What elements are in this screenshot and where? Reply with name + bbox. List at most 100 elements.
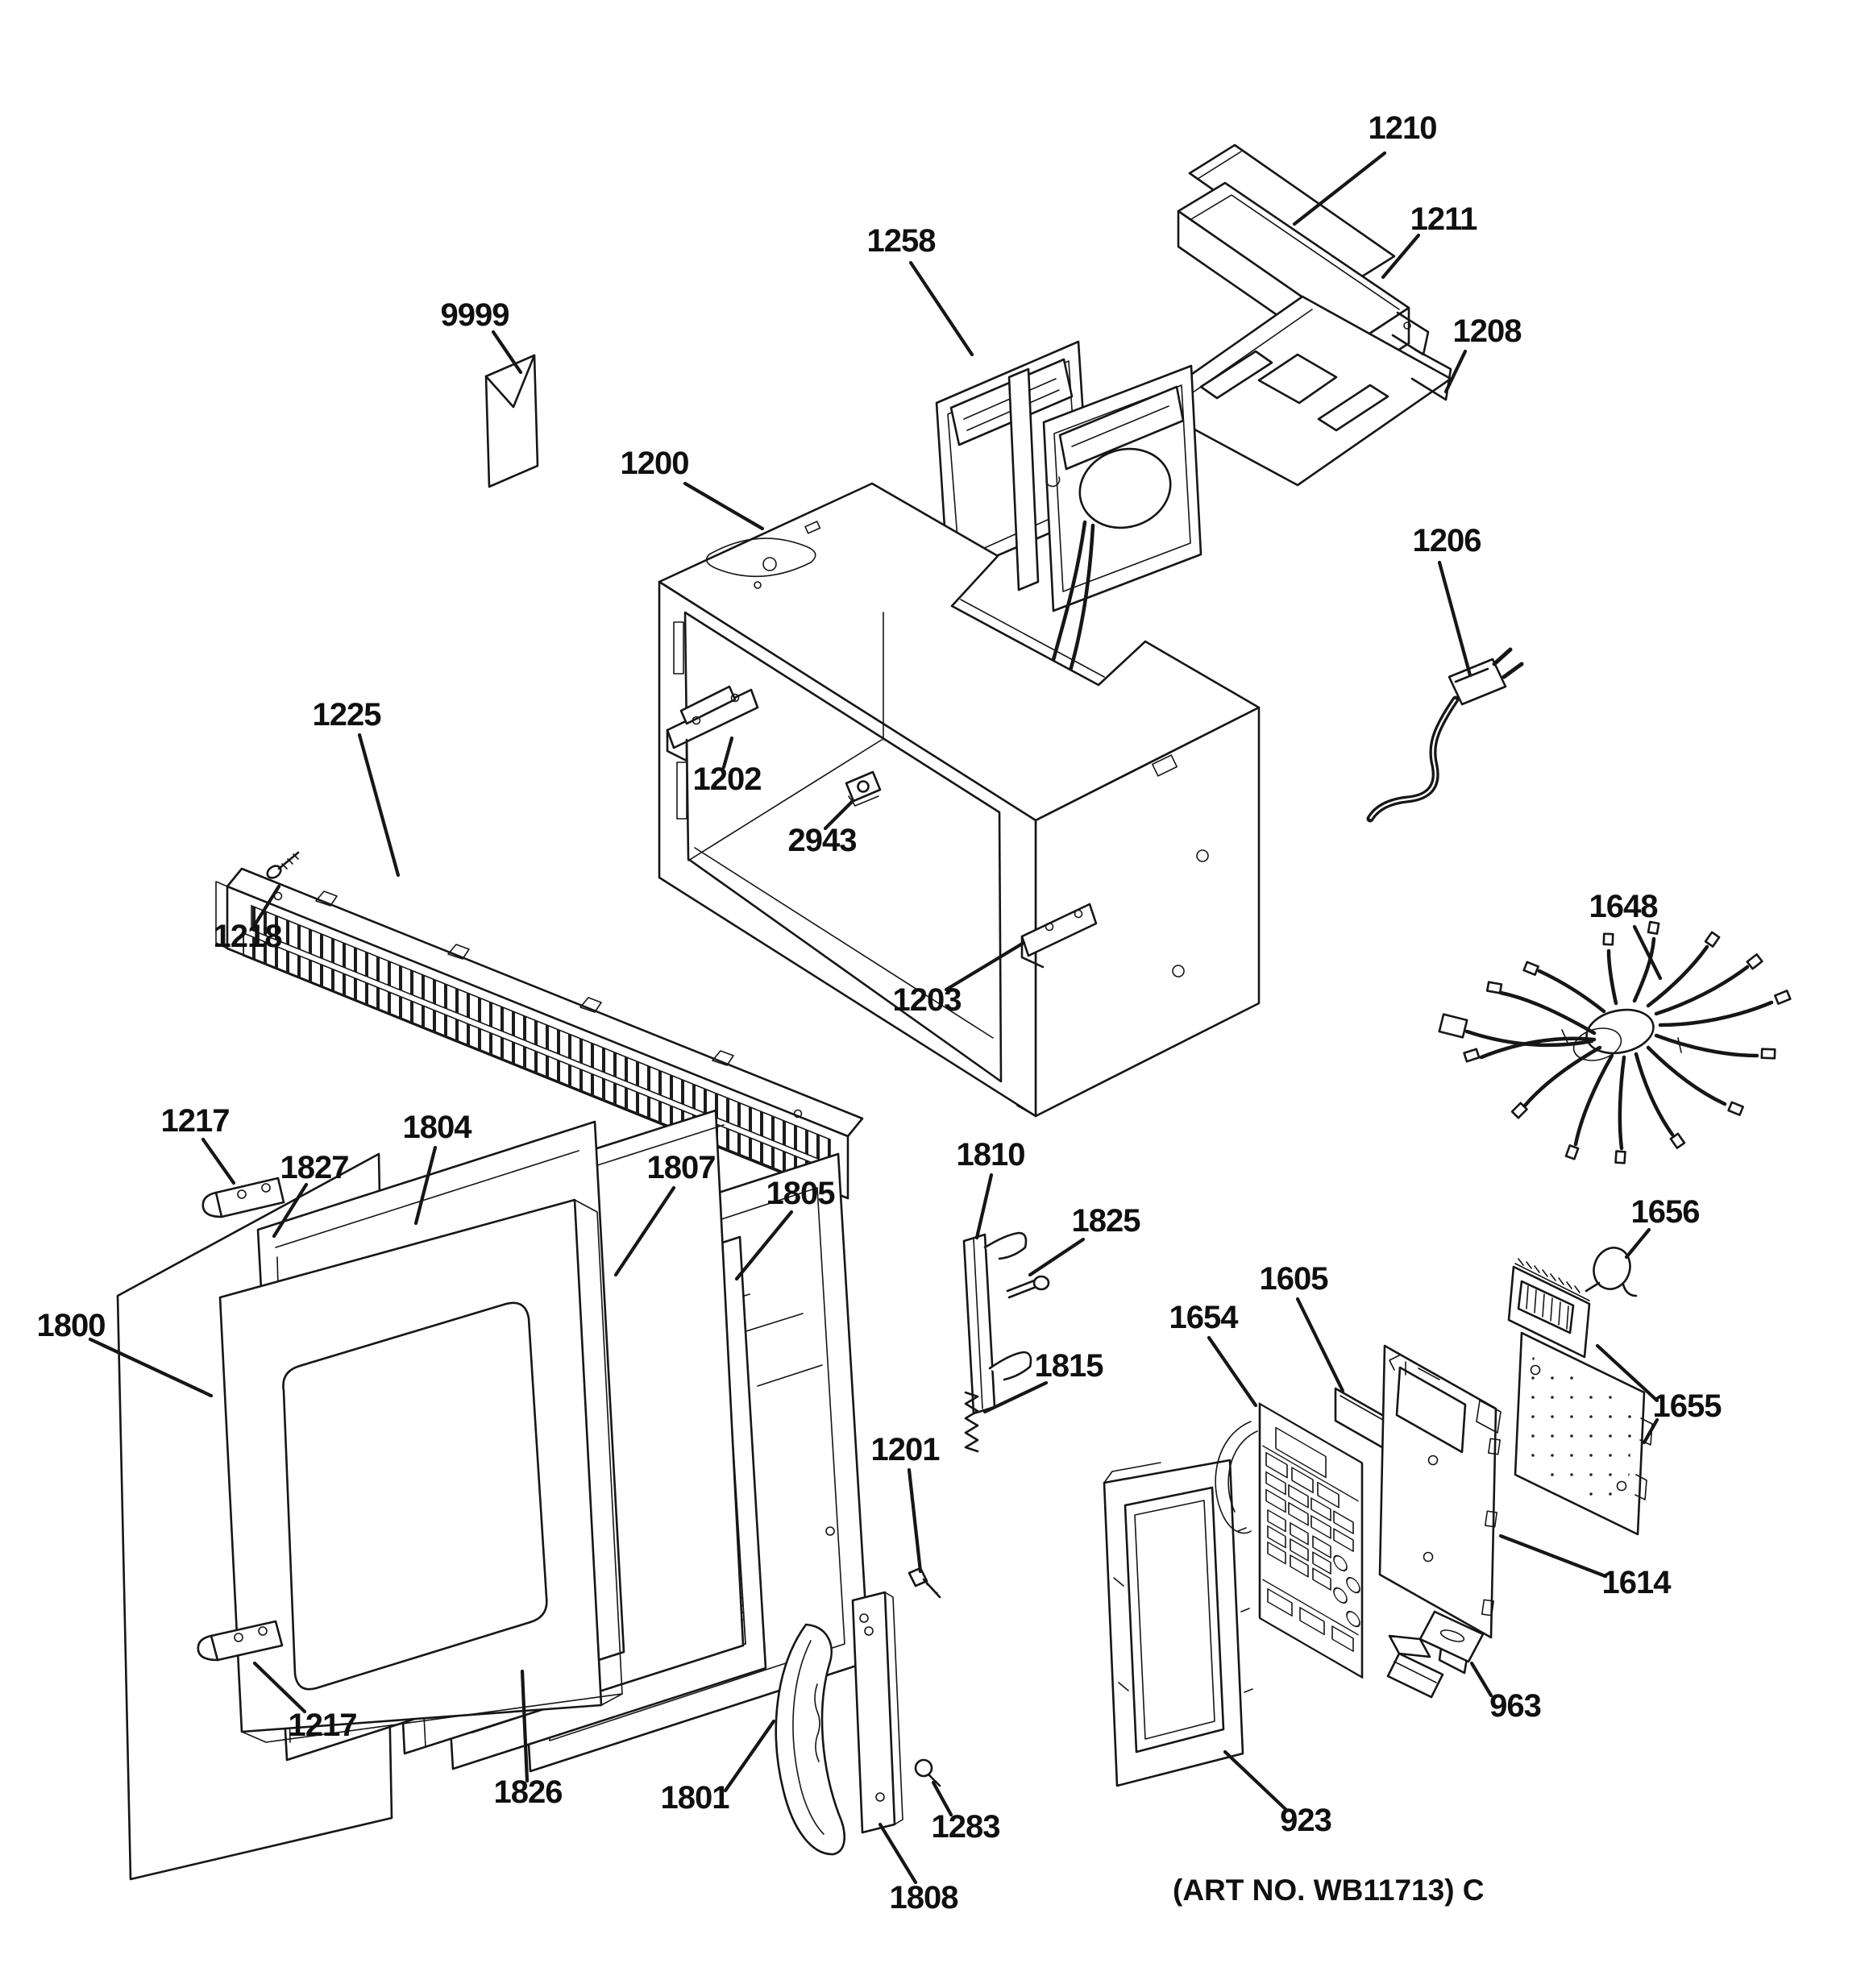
leader-1654 (1207, 1335, 1258, 1408)
control-chassis-1614 (1378, 1344, 1502, 1675)
grille-screw-1218 (266, 851, 300, 879)
leader-1805 (734, 1210, 794, 1281)
leader-1656 (1624, 1227, 1651, 1260)
part-label-1805: 1805 (766, 1176, 836, 1211)
leader-1208 (1443, 349, 1468, 394)
leader-1206 (1437, 560, 1472, 678)
part-label-1614: 1614 (1602, 1565, 1672, 1600)
part-label-2943: 2943 (788, 823, 857, 858)
part-label-1203: 1203 (893, 982, 962, 1018)
part-label-9999: 9999 (441, 297, 509, 333)
part-label-1605: 1605 (1260, 1261, 1329, 1297)
part-label-1218: 1218 (214, 919, 283, 954)
part-label-1804: 1804 (403, 1110, 473, 1145)
instructions-envelope-9999 (484, 354, 539, 488)
door-hinge-bottom-1217 (197, 1620, 284, 1662)
leader-1211 (1381, 233, 1421, 280)
part-label-1648: 1648 (1589, 889, 1659, 924)
leader-1202 (721, 736, 734, 770)
leader-1815 (982, 1380, 1049, 1414)
part-label-1655: 1655 (1653, 1388, 1722, 1424)
door-assembly (116, 1109, 870, 1881)
latch-spring-1815 (964, 1391, 979, 1453)
leader-1217-bottom (252, 1661, 307, 1714)
part-label-1201: 1201 (871, 1432, 941, 1467)
leader-1258 (908, 260, 974, 357)
leader-1804 (413, 1145, 438, 1226)
leader-1225 (357, 733, 401, 878)
door-hinge-top-1217 (201, 1177, 285, 1218)
leader-963 (1469, 1661, 1493, 1698)
touch-keypad-1654 (1215, 1402, 1364, 1679)
part-label-1827: 1827 (280, 1150, 349, 1185)
clip-nut-2943 (845, 770, 882, 807)
part-label-1208: 1208 (1453, 313, 1522, 349)
part-label-1825: 1825 (1072, 1203, 1141, 1239)
part-label-1206: 1206 (1413, 523, 1481, 558)
mounting-bracket-963 (1386, 1610, 1485, 1699)
part-label-1283: 1283 (932, 1809, 1000, 1845)
part-label-1656: 1656 (1631, 1194, 1700, 1230)
wire-harness-1648 (1438, 920, 1792, 1164)
leader-1826 (520, 1669, 530, 1783)
door-trim-strip-1808 (851, 1591, 903, 1834)
part-label-1800: 1800 (37, 1308, 106, 1343)
leader-1810 (974, 1172, 994, 1240)
power-cord-1206 (1366, 647, 1524, 823)
art-number: (ART NO. WB11713) C (1173, 1874, 1485, 1907)
shelf-bracket-1202 (666, 685, 759, 762)
part-label-1210: 1210 (1369, 110, 1437, 146)
mounting-plate-1208 (1137, 295, 1452, 487)
door-latch-1810 (962, 1231, 1032, 1415)
screw-1201 (908, 1567, 941, 1599)
leader-1203 (944, 940, 1026, 992)
leader-1200 (683, 481, 765, 531)
leader-1808 (878, 1822, 918, 1885)
part-label-1801: 1801 (661, 1780, 730, 1816)
leader-1605 (1295, 1297, 1345, 1393)
door-handle-1801 (775, 1623, 846, 1856)
leader-lines (88, 151, 1663, 1885)
leader-1614 (1498, 1534, 1608, 1579)
part-labels: 1210 1211 1258 9999 1208 1200 1206 1225 … (37, 110, 1723, 1915)
leader-1217-top (201, 1137, 236, 1185)
leader-1648 (1632, 924, 1663, 981)
leader-1807 (613, 1185, 676, 1277)
part-label-1211: 1211 (1410, 201, 1478, 237)
control-pcb-1655 (1514, 1331, 1653, 1536)
leader-1210 (1292, 151, 1387, 226)
blower-assembly-1258 (935, 340, 1202, 689)
leader-9999 (491, 330, 523, 375)
part-label-923: 923 (1280, 1803, 1331, 1838)
leader-2943 (823, 799, 855, 831)
display-module-1655 (1507, 1258, 1591, 1359)
control-panel-frame-923 (1103, 1459, 1253, 1787)
door-outer-panel-1826 (218, 1198, 623, 1743)
part-label-1225: 1225 (313, 697, 382, 733)
part-label-1258: 1258 (867, 223, 937, 259)
leader-1825 (1028, 1237, 1086, 1277)
leader-1801 (723, 1719, 776, 1793)
part-label-1826: 1826 (494, 1774, 563, 1810)
leader-1283 (931, 1780, 953, 1817)
part-label-1654: 1654 (1169, 1300, 1240, 1335)
part-label-1217-bottom: 1217 (289, 1708, 357, 1743)
leader-923 (1223, 1749, 1289, 1812)
leader-1655-a (1595, 1343, 1659, 1403)
latch-pin-1825 (1006, 1275, 1050, 1299)
leader-1655-b (1642, 1417, 1659, 1445)
case-wrapper-1200 (658, 482, 1261, 1118)
part-label-1217-top: 1217 (161, 1103, 230, 1139)
leader-1201 (907, 1467, 923, 1574)
part-label-1808: 1808 (890, 1880, 959, 1915)
part-label-1200: 1200 (621, 446, 689, 481)
part-label-1807: 1807 (647, 1150, 716, 1185)
part-label-1810: 1810 (957, 1137, 1025, 1172)
part-label-1815: 1815 (1035, 1348, 1104, 1384)
part-label-1202: 1202 (693, 762, 762, 797)
leader-1827 (272, 1182, 309, 1239)
leader-1800 (88, 1337, 214, 1398)
screw-1283 (914, 1758, 941, 1787)
